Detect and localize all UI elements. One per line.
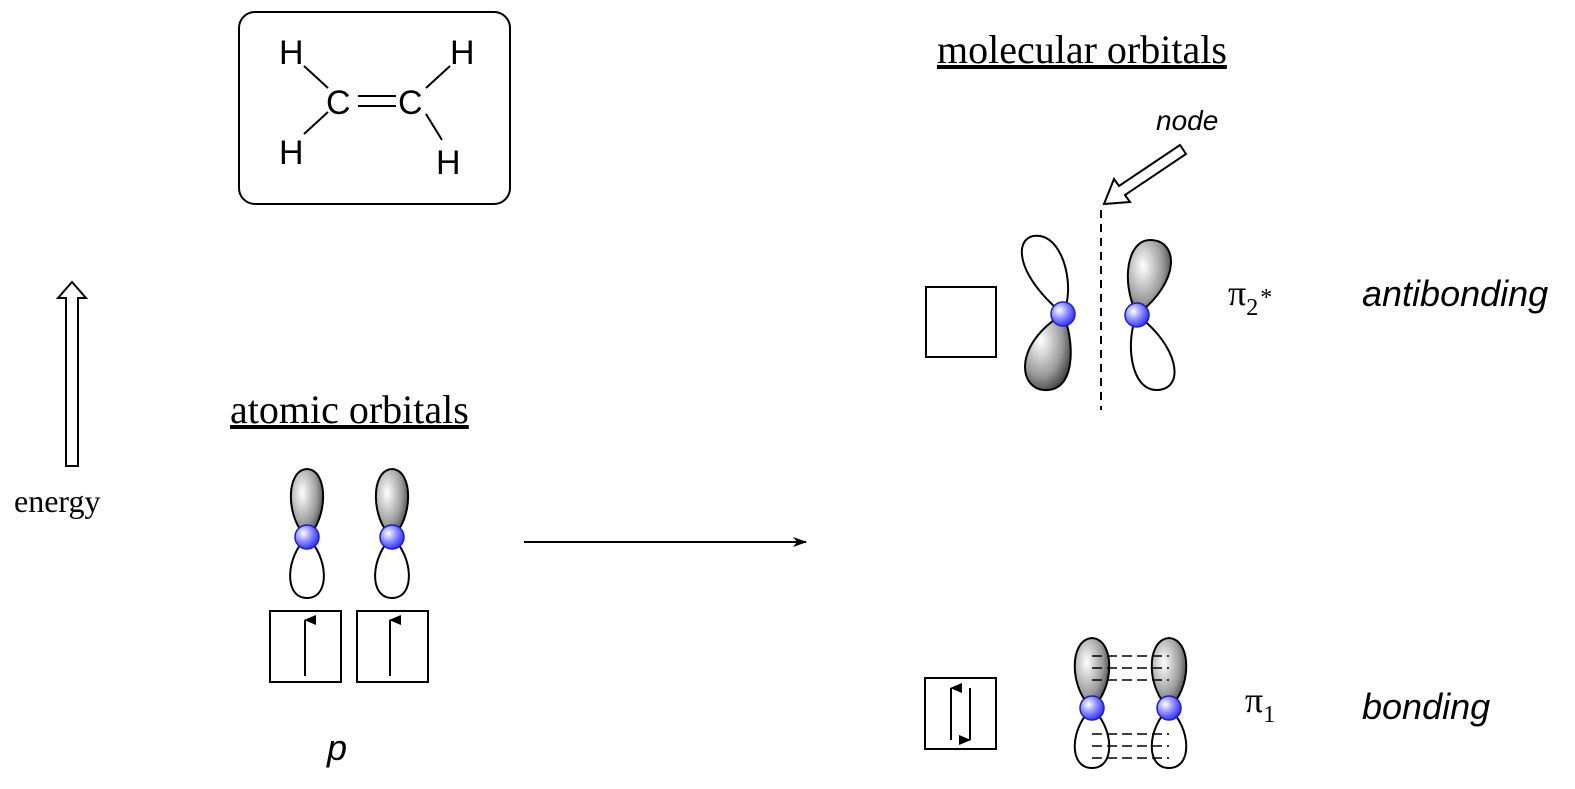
- atomic-orbitals-heading: atomic orbitals: [230, 387, 469, 432]
- antibonding-electron-box: [925, 286, 997, 358]
- atomic-orbitals-group: atomic orbitals p: [230, 387, 469, 768]
- atom-h-bottom-right: H: [436, 144, 461, 182]
- nucleus-icon: [294, 524, 320, 550]
- atom-h-top-right: H: [450, 34, 475, 72]
- atom-h-bottom-left: H: [279, 134, 304, 172]
- lobe-unshaded: [1129, 313, 1176, 392]
- lobe-shaded: [289, 467, 325, 539]
- lobe-shaded: [1126, 238, 1172, 317]
- lobe-unshaded: [1073, 706, 1111, 770]
- node-annotation: node: [1100, 105, 1218, 410]
- bonding-electron-box: [924, 677, 997, 750]
- bond-ch-bottom-right: [425, 113, 443, 141]
- nucleus-icon: [379, 524, 405, 550]
- bond-ch-top-right: [425, 65, 451, 89]
- lobe-unshaded: [289, 535, 325, 600]
- p-orbital-right: [374, 467, 410, 600]
- orbital-box-right: [356, 610, 429, 683]
- nucleus-icon: [1079, 695, 1105, 721]
- nucleus-icon: [1156, 695, 1182, 721]
- bonding-label: bonding: [1362, 686, 1490, 727]
- bonding-orbital: π1 bonding: [924, 636, 1490, 770]
- energy-arrow-icon: [55, 280, 89, 467]
- lobe-shaded: [1024, 312, 1072, 392]
- orbital-box-left: [269, 610, 342, 683]
- nucleus-icon: [1124, 302, 1150, 328]
- atom-c-left: C: [326, 84, 351, 122]
- antibonding-symbol: π2*: [1228, 273, 1272, 321]
- p-orbital-left: [289, 467, 325, 600]
- p-orbital-label: p: [326, 727, 347, 768]
- lobe-unshaded: [1150, 706, 1188, 770]
- orbital-overlap-lines: [1092, 655, 1169, 759]
- bond-ch-top-left: [303, 65, 329, 89]
- nucleus-icon: [1050, 301, 1076, 327]
- lobe-unshaded: [1020, 234, 1070, 316]
- antibonding-orbital: π2* antibonding: [925, 234, 1548, 392]
- energy-axis: energy: [14, 280, 100, 519]
- ethylene-structure: H H C C H H: [238, 11, 511, 205]
- lobe-unshaded: [374, 535, 410, 600]
- atom-h-top-left: H: [279, 34, 304, 72]
- structure-frame: [238, 11, 511, 205]
- antibonding-label: antibonding: [1362, 273, 1548, 314]
- energy-label: energy: [14, 483, 100, 519]
- molecular-orbitals-heading: molecular orbitals: [937, 27, 1227, 72]
- node-label: node: [1156, 105, 1218, 136]
- bond-ch-bottom-left: [303, 111, 329, 135]
- bonding-symbol: π1: [1245, 680, 1275, 728]
- atom-c-right: C: [398, 84, 423, 122]
- node-pointer-arrow-icon: [1102, 143, 1188, 206]
- lobe-shaded: [374, 467, 410, 539]
